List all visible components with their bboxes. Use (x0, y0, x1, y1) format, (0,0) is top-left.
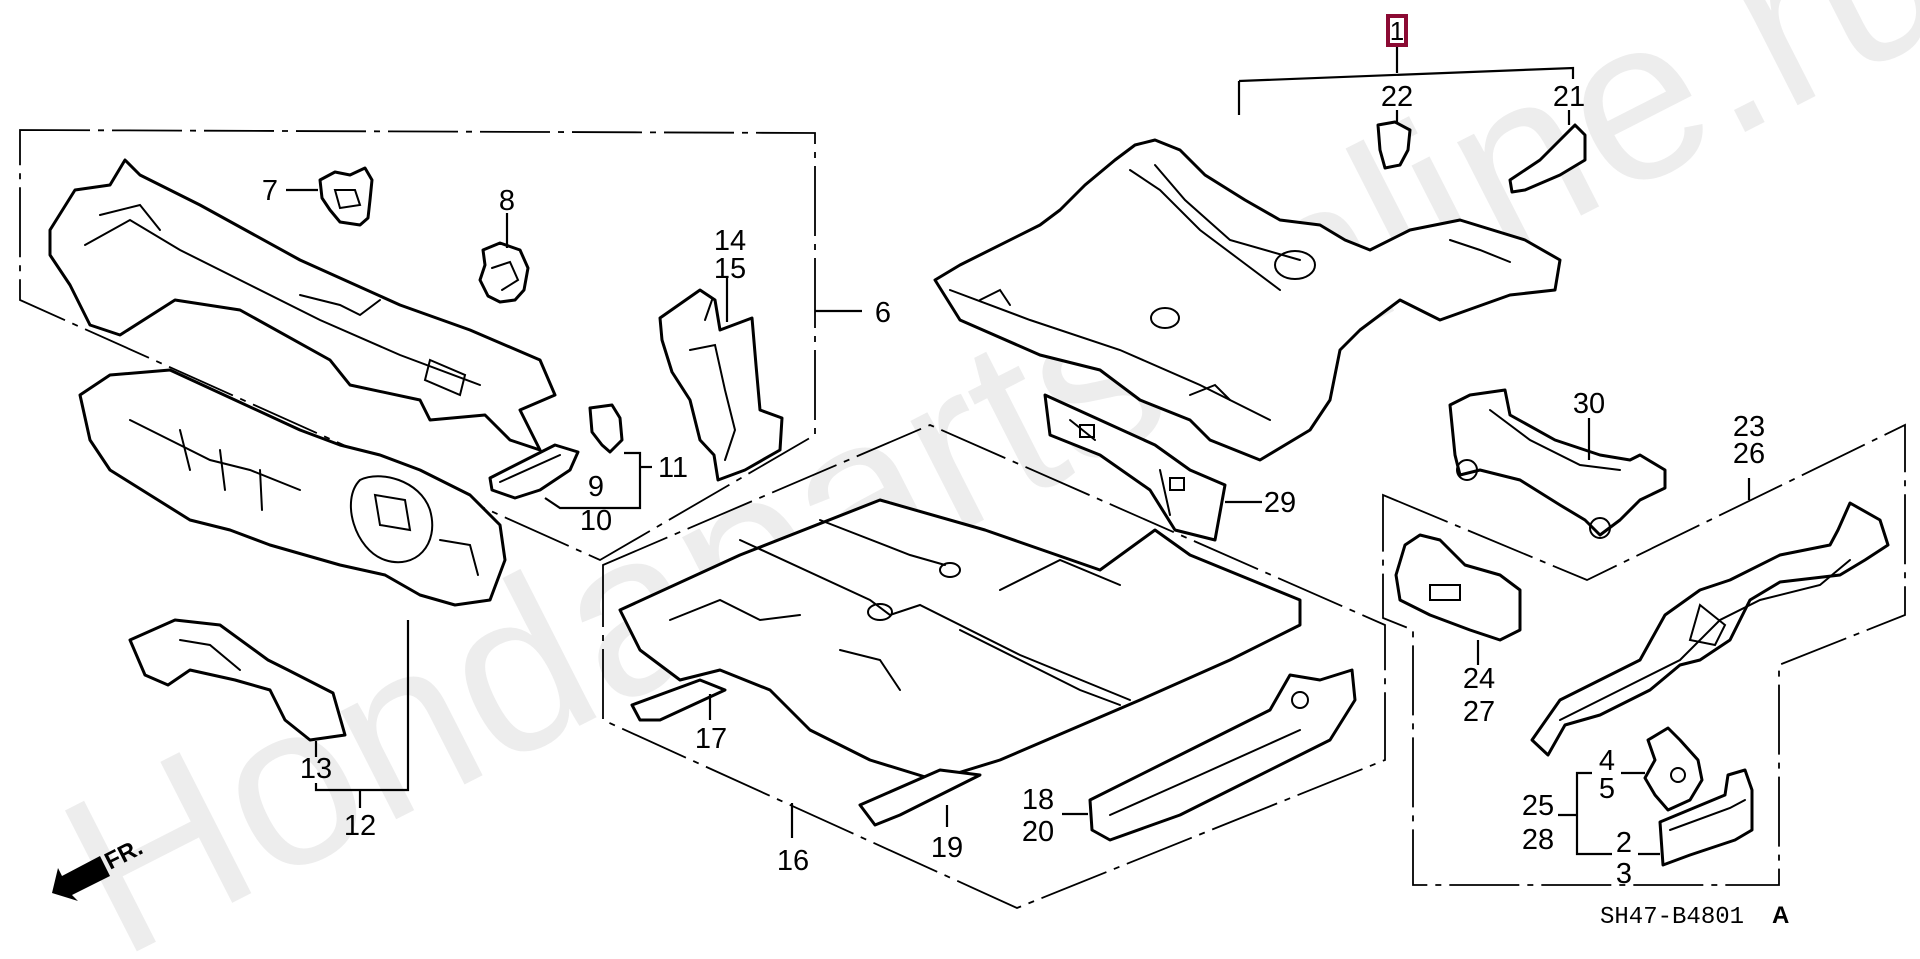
part-9-10[interactable] (488, 443, 580, 500)
part-label-3[interactable]: 3 (1616, 858, 1632, 890)
part-label-1[interactable]: 1 (1390, 16, 1404, 46)
part-4-5[interactable] (1643, 726, 1704, 812)
part-label-14[interactable]: 14 (714, 225, 746, 257)
part-21[interactable] (1508, 123, 1587, 194)
part-label-4[interactable]: 4 (1599, 745, 1615, 777)
part-18-20[interactable] (1088, 668, 1357, 842)
part-16-floor[interactable] (618, 498, 1302, 782)
part-label-5[interactable]: 5 (1599, 773, 1615, 805)
part-29[interactable] (1043, 393, 1227, 542)
part-label-19[interactable]: 19 (931, 832, 963, 864)
diagram-code: SH47-B4801 A (1600, 902, 1789, 931)
group-6-box (19, 129, 862, 562)
part-label-9[interactable]: 9 (588, 471, 604, 503)
part-label-16[interactable]: 16 (777, 845, 809, 877)
part-label-26[interactable]: 26 (1733, 438, 1765, 470)
part-23-26-frame[interactable] (1530, 501, 1890, 757)
part-19[interactable] (858, 768, 982, 827)
part-8[interactable] (478, 241, 530, 304)
diagram-revision: A (1772, 902, 1789, 929)
part-label-27[interactable]: 27 (1463, 696, 1495, 728)
part-label-18[interactable]: 18 (1022, 784, 1054, 816)
part-label-17[interactable]: 17 (695, 723, 727, 755)
part-30[interactable] (1448, 388, 1667, 539)
group-16-box (602, 424, 1386, 909)
front-arrow-icon (52, 856, 110, 901)
part-2-3[interactable] (1658, 768, 1754, 867)
part-13[interactable] (128, 618, 347, 742)
part-label-25[interactable]: 25 (1522, 790, 1554, 822)
part-22[interactable] (1376, 120, 1412, 170)
part-label-23[interactable]: 23 (1733, 411, 1765, 443)
part-11[interactable] (588, 403, 624, 454)
diagram-code-text: SH47-B4801 (1600, 904, 1744, 931)
part-label-7[interactable]: 7 (262, 175, 278, 207)
part-label-20[interactable]: 20 (1022, 816, 1054, 848)
part-label-13[interactable]: 13 (300, 753, 332, 785)
part-label-6[interactable]: 6 (875, 297, 891, 329)
part-label-28[interactable]: 28 (1522, 824, 1554, 856)
part-label-22[interactable]: 22 (1381, 81, 1413, 113)
part-17[interactable] (630, 678, 727, 722)
part-label-29[interactable]: 29 (1264, 487, 1296, 519)
cowl-top-panel[interactable] (48, 158, 557, 452)
part-rear-floor-pan[interactable] (933, 138, 1562, 462)
part-label-10[interactable]: 10 (580, 505, 612, 537)
part-24-27[interactable] (1394, 533, 1522, 642)
part-label-30[interactable]: 30 (1573, 388, 1605, 420)
part-7[interactable] (318, 166, 374, 227)
part-12[interactable] (78, 368, 507, 607)
group-23-box (1382, 423, 1906, 886)
part-label-21[interactable]: 21 (1553, 81, 1585, 113)
part-label-8[interactable]: 8 (499, 185, 515, 217)
part-14-15[interactable] (658, 288, 784, 482)
part-label-15[interactable]: 15 (714, 253, 746, 285)
part-label-2[interactable]: 2 (1616, 827, 1632, 859)
part-label-24[interactable]: 24 (1463, 663, 1495, 695)
part-label-12[interactable]: 12 (344, 810, 376, 842)
part-label-11[interactable]: 11 (658, 452, 688, 484)
